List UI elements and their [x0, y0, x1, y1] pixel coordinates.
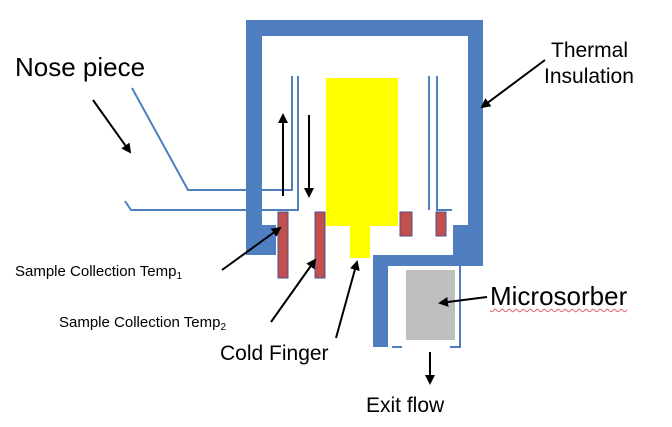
microsorber-label: Microsorber [490, 283, 627, 309]
collection-pin-4 [435, 211, 447, 237]
cold-finger-label: Cold Finger [220, 342, 329, 365]
nose-piece-arrow [92, 99, 132, 154]
exit-flow-label: Exit flow [366, 394, 445, 417]
sample-temp2-arrow [270, 258, 317, 323]
cold-finger-arrow [335, 260, 360, 339]
sample-temp2-subscript: 2 [220, 322, 227, 333]
thermal-insulation-label-line1: Thermal [551, 39, 629, 62]
nose-piece-label: Nose piece [15, 52, 146, 82]
sample-temp1-text: Sample Collection Temp [15, 263, 177, 280]
sample-temp1-label: Sample Collection Temp1 [15, 264, 182, 282]
thermal-insulation-arrow [480, 59, 546, 109]
sample-temp2-text: Sample Collection Temp [59, 314, 221, 331]
thermal-insulation-label-line2: Insulation [544, 65, 634, 88]
sample-temp1-subscript: 1 [176, 271, 183, 282]
microsorber-block [406, 270, 455, 340]
microsorber-label-text: Microsorber [490, 281, 628, 311]
collection-pin-3 [399, 211, 413, 237]
collection-pin-2 [314, 211, 326, 279]
cold-finger-tip [350, 226, 370, 258]
cold-finger-body [326, 78, 398, 226]
microsorber-arrow [438, 296, 488, 307]
collection-pin-1 [277, 211, 289, 279]
inner-tube-lines [124, 76, 461, 348]
sample-temp2-label: Sample Collection Temp2 [59, 315, 226, 333]
insulation-frame [246, 20, 483, 255]
exit-chamber-wall [373, 255, 483, 347]
sample-temp1-arrow [221, 226, 282, 271]
